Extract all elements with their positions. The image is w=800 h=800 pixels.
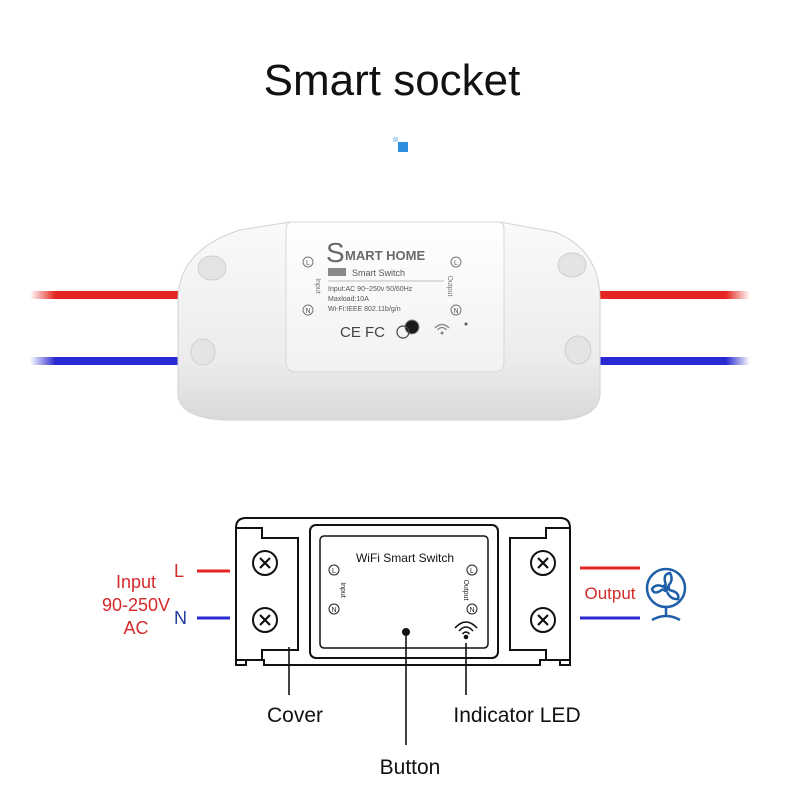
device-brand-rest: MART HOME (345, 248, 425, 263)
rohs-icon (396, 325, 410, 339)
inner-terminal-n-left: N (331, 607, 336, 614)
device-wifi-icon (434, 323, 450, 335)
device-top-plate (285, 221, 505, 373)
inner-terminals: L N Input L N Output (328, 564, 478, 615)
page-title: Smart socket (264, 56, 521, 105)
inner-terminal-n-right: N (469, 607, 474, 614)
model-badge (328, 268, 346, 276)
wifi-signal-icon (454, 621, 478, 640)
right-cap-hole-bottom (564, 335, 592, 365)
terminal-l-left (302, 256, 314, 268)
device-brand-initial: S (326, 237, 345, 268)
inner-terminal-l-right: L (470, 568, 474, 575)
terminal-l-right (450, 256, 462, 268)
input-label-3: AC (123, 618, 148, 638)
input-label-2: 90-250V (102, 595, 170, 615)
inner-output-label: Output (462, 579, 469, 600)
accent-square-icon (393, 137, 408, 152)
wiring-diagram (235, 517, 571, 666)
diagram-inner-panel (319, 535, 489, 649)
right-cap-hole-top (557, 252, 587, 278)
device-certifications: CE FC (340, 324, 385, 341)
line-n-label: N (174, 608, 187, 628)
blue-wire-right (590, 357, 750, 365)
diagram-inner-title: WiFi Smart Switch (356, 551, 454, 565)
diagram-wires (197, 566, 640, 620)
output-label: Output (584, 584, 635, 603)
device-spec-maxload: Maxload:10A (328, 296, 369, 303)
screw-icon (252, 550, 556, 633)
diagram-left-cover (236, 527, 299, 661)
device-input-label: Input (314, 278, 321, 294)
callout-cover: Cover (267, 704, 323, 727)
smart-switch-device: L N Input L N Output S MART HOME Smart S… (177, 221, 601, 421)
callout-button: Button (380, 756, 441, 779)
device-spec-input: Input:AC 90~250v 50/60Hz (328, 286, 413, 293)
device-led (464, 322, 468, 326)
terminal-l-left-label: L (306, 260, 310, 267)
device-output-label: Output (446, 275, 453, 296)
blue-wire-left (30, 357, 200, 365)
red-wire-left (30, 291, 200, 299)
diagram-body (309, 524, 499, 659)
terminal-n-left (302, 304, 314, 316)
inner-input-label: Input (339, 582, 346, 598)
device-spec-wifi: Wi-Fi:IEEE 802.11b/g/n (328, 306, 401, 313)
terminal-n-right-label: N (453, 308, 458, 315)
fan-icon (645, 567, 687, 622)
device-model: Smart Switch (352, 268, 405, 278)
input-label-1: Input (116, 572, 156, 592)
diagram-outer-frame (235, 517, 571, 666)
callout-lines (288, 636, 467, 745)
diagram-button-dot (402, 628, 410, 636)
left-cap-hole-bottom (190, 338, 216, 366)
diagram-right-cover (509, 527, 570, 661)
line-l-label: L (174, 561, 184, 581)
red-wire-right (590, 291, 750, 299)
inner-terminal-l-left: L (332, 568, 336, 575)
left-cap-hole-top (197, 255, 227, 281)
terminal-l-right-label: L (454, 260, 458, 267)
terminal-n-right (450, 304, 462, 316)
terminal-n-left-label: N (305, 308, 310, 315)
callout-led: Indicator LED (453, 704, 580, 727)
wires (30, 291, 750, 365)
